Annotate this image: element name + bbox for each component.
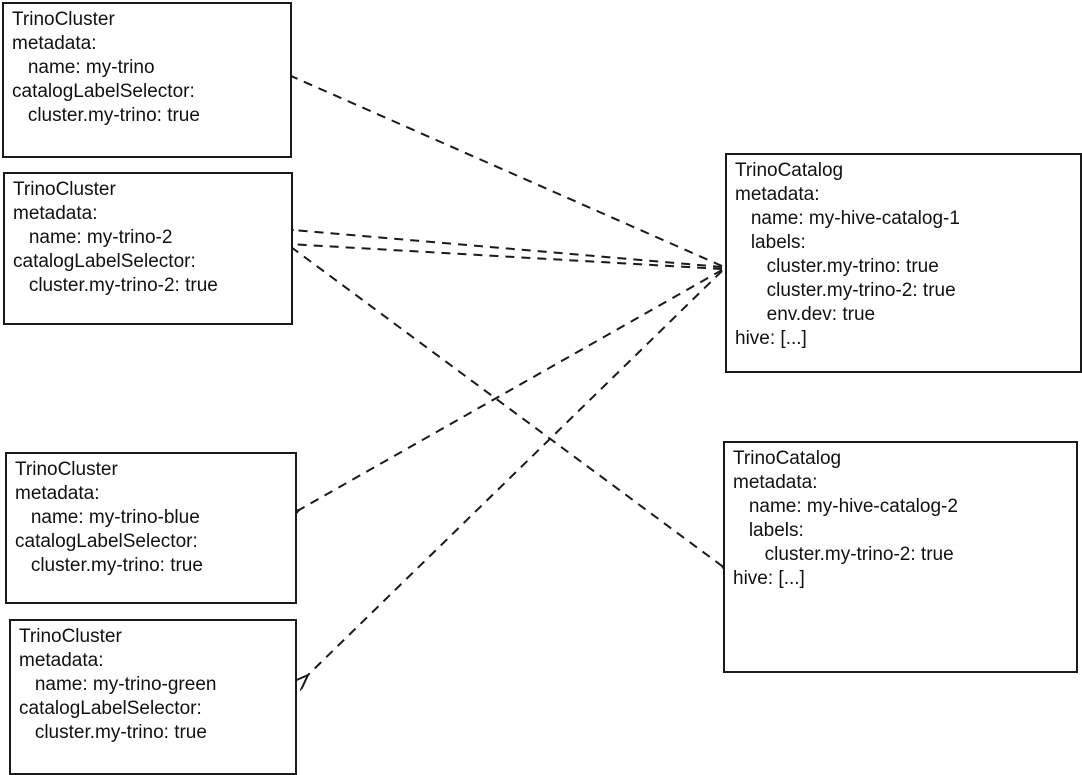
node-spec-line: name: my-hive-catalog-1 <box>735 208 960 229</box>
node-body: TrinoCluster metadata: name: my-trino-2 ca… <box>5 174 291 298</box>
node-body: TrinoCatalog metadata: name: my-hive-cata… <box>727 155 1080 351</box>
node-spec-line: cluster.my-trino: true <box>735 256 939 277</box>
node-spec-line: labels: <box>735 232 806 253</box>
node-spec-line: hive: [...] <box>735 328 807 349</box>
edge-edge-catalog1-to-my-trino-green <box>308 270 723 675</box>
node-spec-line: metadata: <box>733 472 818 493</box>
node-trino-cluster-my-trino-2[interactable]: TrinoCluster metadata: name: my-trino-2 ca… <box>3 172 293 325</box>
node-spec-line: metadata: <box>15 483 100 504</box>
node-body: TrinoCluster metadata: name: my-trino cata… <box>4 4 290 128</box>
node-spec-line: metadata: <box>735 184 820 205</box>
node-kind-label: TrinoCluster <box>15 459 118 480</box>
node-spec-line: metadata: <box>13 203 98 224</box>
edge-edge-catalog1-to-my-trino <box>291 76 723 267</box>
node-spec-line: metadata: <box>12 33 97 54</box>
node-spec-line: catalogLabelSelector: <box>19 698 202 719</box>
node-spec-line: name: my-trino-green <box>19 674 217 695</box>
edge-edge-catalog2-to-my-trino-2 <box>290 246 722 566</box>
node-spec-line: metadata: <box>19 650 104 671</box>
node-trino-catalog-my-hive-catalog-2[interactable]: TrinoCatalog metadata: name: my-hive-cata… <box>723 441 1078 673</box>
edge-edge-catalog1-to-my-trino-2-a <box>293 230 723 268</box>
node-spec-line: env.dev: true <box>735 304 876 325</box>
node-kind-label: TrinoCluster <box>12 9 115 30</box>
node-trino-cluster-my-trino-green[interactable]: TrinoCluster metadata: name: my-trino-gre… <box>9 619 297 775</box>
node-trino-catalog-my-hive-catalog-1[interactable]: TrinoCatalog metadata: name: my-hive-cata… <box>725 153 1082 373</box>
node-spec-line: catalogLabelSelector: <box>12 81 195 102</box>
node-spec-line: labels: <box>733 520 804 541</box>
node-spec-line: name: my-trino-2 <box>13 227 173 248</box>
node-kind-label: TrinoCatalog <box>733 448 842 469</box>
node-spec-line: catalogLabelSelector: <box>15 531 198 552</box>
node-spec-line: catalogLabelSelector: <box>13 251 196 272</box>
node-spec-line: cluster.my-trino: true <box>19 722 207 743</box>
node-kind-label: TrinoCatalog <box>735 160 844 181</box>
node-spec-line: cluster.my-trino-2: true <box>733 544 954 565</box>
node-spec-line: cluster.my-trino-2: true <box>13 275 218 296</box>
node-body: TrinoCluster metadata: name: my-trino-gre… <box>11 621 295 745</box>
node-spec-line: hive: [...] <box>733 568 805 589</box>
node-body: TrinoCatalog metadata: name: my-hive-cata… <box>725 443 1076 591</box>
edge-group <box>288 76 722 675</box>
edge-edge-catalog1-to-my-trino-2-b <box>288 244 723 270</box>
node-spec-line: cluster.my-trino-2: true <box>735 280 956 301</box>
node-spec-line: name: my-trino-blue <box>15 507 200 528</box>
node-spec-line: cluster.my-trino: true <box>12 105 200 126</box>
node-trino-cluster-my-trino[interactable]: TrinoCluster metadata: name: my-trino cata… <box>2 2 292 158</box>
node-kind-label: TrinoCluster <box>19 626 122 647</box>
node-spec-line: name: my-hive-catalog-2 <box>733 496 958 517</box>
node-spec-line: cluster.my-trino: true <box>15 555 203 576</box>
node-body: TrinoCluster metadata: name: my-trino-blu… <box>7 454 295 578</box>
node-trino-cluster-my-trino-blue[interactable]: TrinoCluster metadata: name: my-trino-blu… <box>5 452 297 604</box>
edge-edge-catalog1-to-my-trino-blue <box>299 269 723 510</box>
node-spec-line: name: my-trino <box>12 57 155 78</box>
node-kind-label: TrinoCluster <box>13 179 116 200</box>
